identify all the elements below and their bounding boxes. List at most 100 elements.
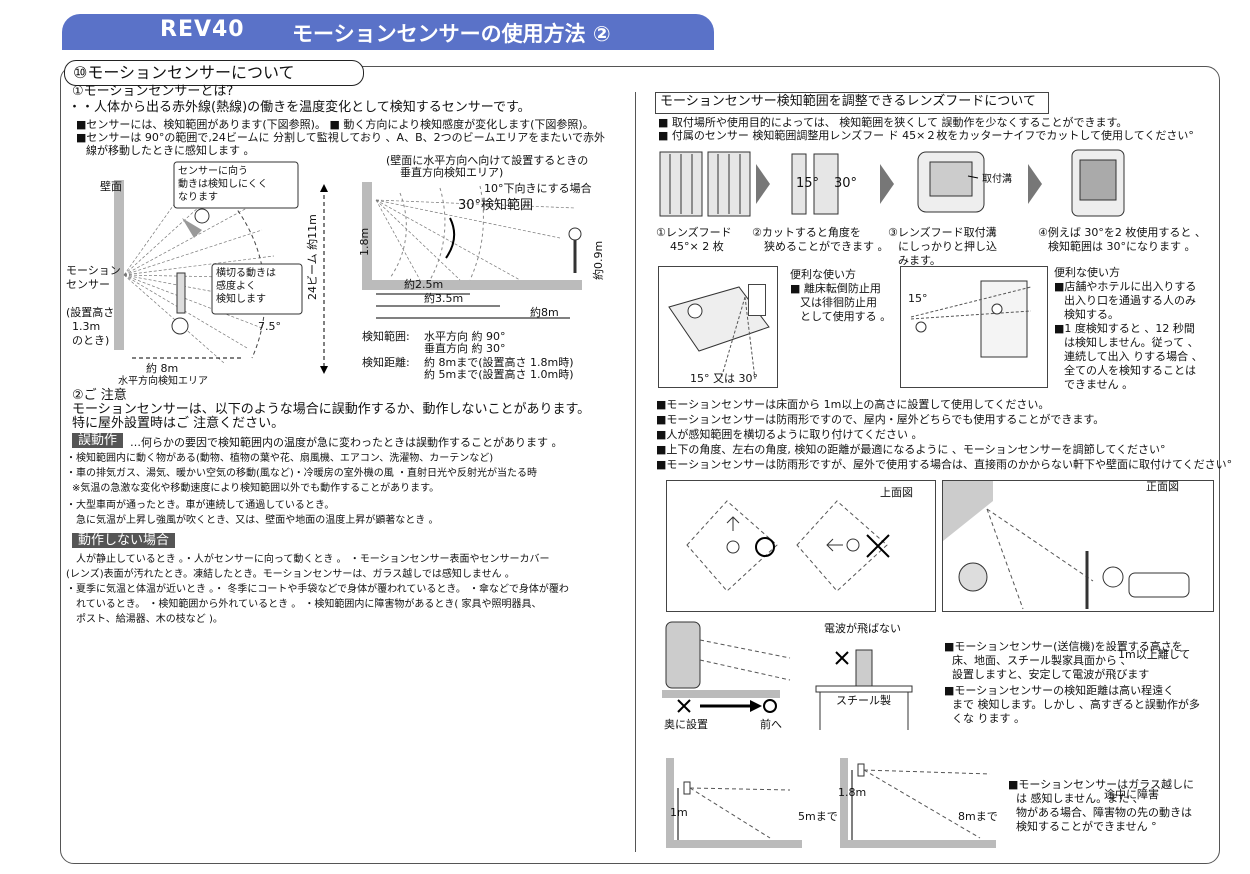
sensor-icon xyxy=(665,621,701,689)
use2-line: 全ての人を検知することは xyxy=(1064,364,1196,377)
radio-text: 床、地面、スチール製家具面から 、 xyxy=(952,654,1132,667)
q2-line: 特に屋外設置時はご 注意ください。 xyxy=(72,416,285,431)
distance-label: 約 8m xyxy=(146,362,179,375)
q1-bullet: ■センサーには、検知範囲があります(下図参照)。 ■ 動く方向により検知感度が変… xyxy=(76,118,594,131)
spec-value: 垂直方向 約 30° xyxy=(424,342,506,355)
person-icon xyxy=(194,208,210,224)
step-label: 検知範囲は 30°になります 。 xyxy=(1048,240,1196,253)
step-label: ①レンズフード xyxy=(656,226,732,239)
height-text: は 感知しません。また 、 xyxy=(1016,792,1144,805)
distance-label: 約2.5m xyxy=(404,278,444,291)
use2-angle: 15° xyxy=(908,292,928,305)
vertical-area-diagram xyxy=(362,182,582,319)
sensor-icon xyxy=(748,284,766,316)
beam-lines xyxy=(375,199,576,281)
callout-text: なります xyxy=(178,192,218,203)
use2-title: 便利な使い方 xyxy=(1054,266,1120,279)
height-text: ■モーションセンサーはガラス越しに xyxy=(1008,778,1194,791)
q1-line: ・・人体から出る赤外線(熱線)の働きを温度変化として検知するセンサーです。 xyxy=(68,100,531,115)
range-label: 30°検知範囲 xyxy=(458,198,534,213)
misfire-line: ・車の排気ガス、湯気、暖かい空気の移動(風など)・冷暖房の室外機の風 ・直射日光… xyxy=(66,468,537,479)
radio-text: ■モーションセンサーの検知距離は高い程遠く xyxy=(944,684,1175,697)
groove-label: 取付溝 xyxy=(982,174,1012,185)
ok-icon xyxy=(755,537,775,557)
misfire-line: 急に気温が上昇し強風が吹くとき、又は、壁面や地面の温度上昇が顕著なとき 。 xyxy=(76,515,439,526)
distance-label: 約8m xyxy=(530,306,559,319)
back-label: 奥に設置 xyxy=(664,718,708,731)
top-view-label: 上面図 xyxy=(880,486,913,499)
person-icon xyxy=(568,227,582,241)
ng-icon xyxy=(835,651,849,665)
distance-label: 8mまで xyxy=(958,810,998,823)
height-label: 約0.9m xyxy=(592,240,605,280)
radio-text: ■モーションセンサー(送信機)を設置する高さを xyxy=(944,640,1183,653)
q1-heading: ①モーションセンサーとは? xyxy=(72,84,234,99)
steel-desk xyxy=(815,685,913,693)
wall-label: 壁面 xyxy=(100,180,122,193)
misfire-tag: 誤動作 xyxy=(72,433,124,448)
no-wave-label: 電波が飛ばない xyxy=(824,622,901,635)
front-view-illustration xyxy=(942,480,1214,612)
top-view-illustration xyxy=(666,480,936,612)
spec-label: 検知距離: xyxy=(362,356,410,369)
person-icon xyxy=(991,303,1003,315)
nowork-line: 人が静止しているとき 。・人がセンサーに向って動くとき 。 ・モーションセンサー… xyxy=(76,554,550,565)
person-icon xyxy=(171,317,189,335)
sensor-label: モーション xyxy=(66,264,121,277)
height-diagram xyxy=(666,758,996,848)
nowork-line: ポスト、給湯器、木の枝など )。 xyxy=(76,614,223,625)
distance-label: 5mまで xyxy=(798,810,838,823)
ng-icon xyxy=(677,699,691,713)
person-icon xyxy=(846,538,860,552)
steel-label: スチール製 xyxy=(836,694,891,707)
arrow-icon xyxy=(756,164,770,204)
callout-text: 検知します xyxy=(216,294,266,305)
radio-text: まで 検知します。しかし 、高すぎると誤動作が多 xyxy=(952,698,1200,711)
car-icon xyxy=(1128,572,1190,598)
sensor-label: センサー xyxy=(66,278,110,291)
angle-label: 15° xyxy=(796,176,820,191)
note-line: ■上下の角度、左右の角度, 検知の距離が最適になるように 、モーションセンサーを… xyxy=(656,443,1166,456)
step-label: ④例えば 30°を2 枚使用すると 、 xyxy=(1038,226,1206,239)
height-label: (設置高さ xyxy=(66,306,115,319)
use2-line: は検知しません。従って 、 xyxy=(1064,336,1199,349)
step-label: ②カットすると角度を xyxy=(752,226,861,239)
radio-text: 1m以上離して xyxy=(1118,648,1191,661)
distance-label: 約3.5m xyxy=(424,292,464,305)
use2-line: できません 。 xyxy=(1064,378,1134,391)
use2-line: ■1 度検知すると 、12 秒間 xyxy=(1054,322,1195,335)
header-banner: REV40 モーションセンサーの使用方法 ② xyxy=(62,14,714,50)
note-line: ■モーションセンサーは防雨形ですが、屋外で使用する場合は、直接雨のかからない軒下… xyxy=(656,458,1233,471)
q1-bullet: ■センサーは 90°の範囲で,24ビームに 分割して監視しており 、A、B、2つ… xyxy=(76,131,605,144)
ok-icon xyxy=(763,699,777,713)
person-icon xyxy=(726,540,740,554)
ng-icon xyxy=(866,534,890,558)
hood-piece xyxy=(813,153,839,215)
note-line: ■モーションセンサーは床面から 1m以上の高さに設置して使用してください。 xyxy=(656,398,1050,411)
sensor-icon xyxy=(683,781,691,795)
radio-text: くな ります 。 xyxy=(952,712,1025,725)
person-icon xyxy=(915,321,927,333)
down-label: 10°下向きにする場合 xyxy=(484,182,592,195)
wall-shape xyxy=(114,180,124,350)
height-label: 1.3m xyxy=(72,320,101,333)
area-label: 水平方向検知エリア xyxy=(118,376,208,387)
use2-line: 検知する。 xyxy=(1064,308,1119,321)
hood-bullet: ■ 付属のセンサー 検知範囲調整用レンズフー ド 45×２枚をカッターナイフでカ… xyxy=(658,129,1194,142)
step-label: にしっかりと押し込 xyxy=(898,240,997,253)
note-line: ■モーションセンサーは防雨形ですので、屋内・屋外どちらでも使用することができます… xyxy=(656,413,1105,426)
approach-arrow xyxy=(182,218,202,238)
nowork-line: れているとき。 ・検知範囲から外れているとき 。 ・検知範囲内に障害物があるとき… xyxy=(76,599,542,610)
step-label: ③レンズフード取付溝 xyxy=(888,226,997,239)
hood-steps-diagram xyxy=(659,149,1125,217)
use2-line: 連続して出入 りする場合 、 xyxy=(1064,350,1203,363)
hood-title-box xyxy=(655,92,1049,114)
height-text: 途中に障害 xyxy=(1104,788,1159,801)
nowork-line: ・夏季に気温と体温が近いとき 。・ 冬季にコートや手袋などで身体が覆われていると… xyxy=(66,584,569,595)
use2-line: ■店舗やホテルに出入りする xyxy=(1054,280,1197,293)
sensor-icon xyxy=(857,763,865,777)
person-icon xyxy=(687,303,703,319)
wall-shape xyxy=(362,182,372,290)
beam-label: 24ビーム 約11m xyxy=(306,214,319,300)
callout-box xyxy=(173,161,299,209)
